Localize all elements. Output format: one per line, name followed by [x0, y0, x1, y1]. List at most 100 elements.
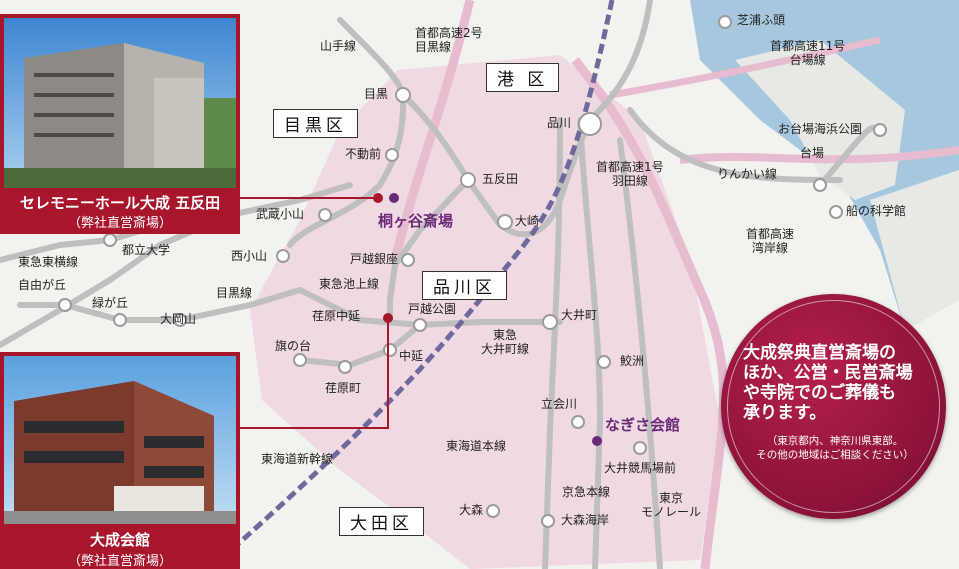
expressway-2-meguro [390, 0, 475, 262]
label-toyoko: 東急東横線 [18, 255, 79, 269]
label-toritsudaigaku: 都立大学 [122, 243, 171, 257]
label-ikegami: 東急池上線 [319, 277, 380, 291]
nagisa-hall-marker [592, 436, 602, 446]
badge-note: （東京都内、神奈川県東部。 その他の地域はご相談ください） [756, 435, 914, 461]
station-jiyugaoka-marker [58, 298, 72, 312]
station-ookayama-marker [173, 313, 187, 327]
ward-ota: 大田区 [339, 507, 424, 536]
expressway-1-haneda [571, 57, 728, 569]
label-hatanodai: 旗の台 [275, 339, 312, 353]
expressway-11-daiba [609, 36, 881, 99]
station-gotanda-marker [460, 172, 476, 188]
kirigaya-hall-marker [389, 193, 399, 203]
label-meguro-line: 目黒線 [216, 286, 253, 300]
ikegami-line [387, 177, 471, 323]
label-oimachi-line: 東急 大井町線 [481, 328, 530, 356]
label-fudomae: 不動前 [345, 147, 382, 161]
label-osaki: 大崎 [515, 214, 540, 228]
station-shinagawa-marker [578, 112, 602, 136]
station-daiba-marker [813, 178, 827, 192]
station-tachiaigawa-marker [571, 415, 585, 429]
station-nishikoyama-marker [276, 249, 290, 263]
label-nakanobu: 中延 [399, 349, 424, 363]
station-osaki-marker [497, 214, 513, 230]
label-shinagawa: 品川 [547, 116, 572, 130]
photo-card-taisei: 大成会館 （弊社直営斎場） [0, 352, 240, 569]
connector-taisei [238, 318, 389, 429]
nagisa-hall-label: なぎさ会館 [605, 416, 681, 434]
connector-dot-gotanda [373, 193, 383, 203]
label-oikeibajomae: 大井競馬場前 [604, 461, 677, 475]
label-ebaramachi: 荏原町 [325, 381, 362, 395]
badge-ring [727, 300, 940, 513]
badge-headline: 大成祭典直営斎場の ほか、公営・民営斎場 や寺院でのご葬儀も 承ります。 [743, 343, 913, 423]
oimachi-line-west [17, 287, 303, 323]
ward-minato: 港 区 [486, 63, 560, 92]
label-monorail: 東京 モノレール [641, 491, 702, 519]
station-shibaura-marker [718, 15, 732, 29]
label-odaiba: お台場海浜公園 [778, 122, 863, 136]
ikegami-south [297, 322, 423, 369]
label-tachiaigawa: 立会川 [541, 397, 578, 411]
taisei-caption-sub: （弊社直営斎場） [67, 554, 172, 569]
ward-meguro: 目黒区 [273, 109, 358, 138]
label-ebaranakanobu: 荏原中延 [312, 309, 361, 323]
label-shinkansen: 東海道新幹線 [261, 452, 334, 466]
station-midorigaoka-marker [113, 313, 127, 327]
station-fudomae-marker [385, 148, 399, 162]
label-wangan: 首都高速 湾岸線 [746, 227, 795, 255]
label-togoshiginza: 戸越銀座 [350, 252, 399, 266]
service-badge: 大成祭典直営斎場の ほか、公営・民営斎場 や寺院でのご葬儀も 承ります。 （東京… [721, 294, 946, 519]
ward-shinagawa: 品川区 [422, 271, 507, 300]
station-omori-marker [486, 504, 500, 518]
label-funenokagakukan: 船の科学館 [846, 204, 907, 218]
station-nakanobu-marker [383, 343, 397, 357]
taisei-building-photo [4, 356, 236, 524]
station-togoshikoen-marker [413, 318, 427, 332]
gotanda-building-photo [4, 18, 236, 188]
label-ookayama: 大岡山 [160, 312, 197, 326]
kirigaya-hall-label: 桐ヶ谷斎場 [378, 212, 454, 230]
photo-card-gotanda: セレモニーホール大成 五反田 （弊社直営斎場） [0, 14, 240, 234]
station-funenokagakukan-marker [829, 205, 843, 219]
station-toritsudaigaku-marker [103, 233, 117, 247]
rinkai-line [627, 107, 843, 183]
station-oimachi-marker [542, 314, 558, 330]
label-samezu: 鮫洲 [620, 354, 645, 368]
station-musashikoyama-marker [318, 208, 332, 222]
label-keikyu: 京急本線 [562, 485, 611, 499]
taisei-caption-title: 大成会館 [89, 531, 150, 549]
tokaido-line [542, 117, 563, 569]
label-tokaido: 東海道本線 [446, 439, 507, 453]
station-togoshiginza-marker [401, 253, 415, 267]
label-togoshikoen: 戸越公園 [408, 302, 457, 316]
monorail-line [617, 137, 663, 569]
label-shutoko2: 首都高速2号 目黒線 [415, 26, 483, 54]
label-musashikoyama: 武蔵小山 [256, 207, 305, 221]
label-meguro: 目黒 [364, 87, 389, 101]
connector-dot-taisei [383, 313, 393, 323]
gotanda-caption-title: セレモニーホール大成 五反田 [19, 194, 221, 212]
label-omorikaigan: 大森海岸 [561, 513, 610, 527]
label-omori: 大森 [459, 503, 484, 517]
expressway-wangan [679, 146, 959, 164]
station-ebaramachi-marker [338, 360, 352, 374]
label-daiba: 台場 [800, 146, 825, 160]
label-gotanda: 五反田 [482, 172, 519, 186]
label-rinkai: りんかい線 [717, 167, 778, 181]
label-oimachi: 大井町 [561, 308, 598, 322]
keikyu-line [577, 117, 604, 569]
station-meguro-marker [395, 87, 411, 103]
label-jiyugaoka: 自由が丘 [18, 278, 67, 292]
station-odaiba-marker [873, 123, 887, 137]
station-samezu-marker [597, 355, 611, 369]
gotanda-caption-sub: （弊社直営斎場） [67, 216, 172, 231]
station-omorikaigan-marker [541, 514, 555, 528]
station-oikeibajomae-marker [633, 441, 647, 455]
shinagawa-ward-area [250, 55, 720, 569]
label-shutoko11: 首都高速11号 台場線 [770, 39, 846, 67]
yamanote-north [587, 0, 653, 123]
label-midorigaoka: 緑が丘 [92, 296, 129, 310]
label-shibaura: 芝浦ふ頭 [737, 13, 786, 27]
station-hatanodai-marker [293, 353, 307, 367]
